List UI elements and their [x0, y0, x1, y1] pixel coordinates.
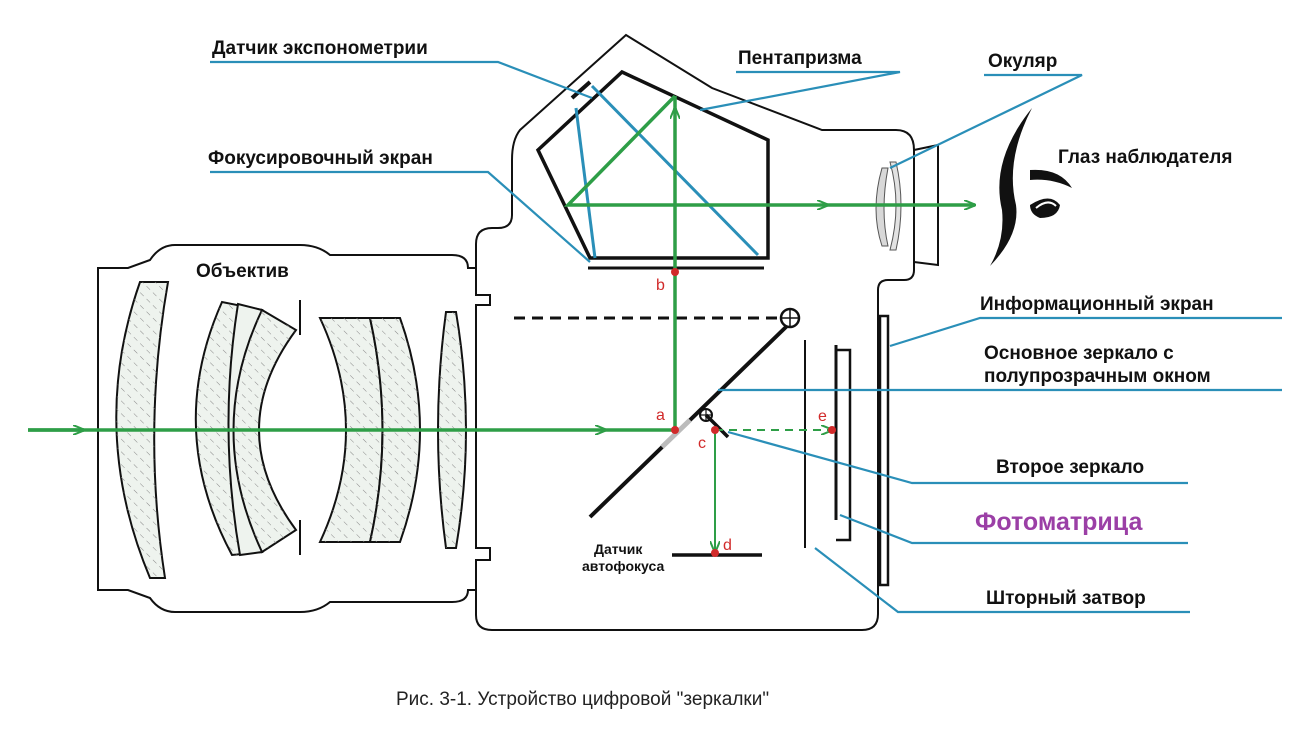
eyepiece-lenses: [875, 161, 902, 251]
point-a: a: [656, 407, 665, 424]
camera-body-outline: [475, 33, 915, 631]
pentaprism-outer: [535, 69, 770, 260]
label-shutter: Шторный затвор: [986, 588, 1146, 609]
meter-sensor: [570, 80, 592, 100]
point-b: b: [656, 277, 665, 294]
lens-barrel: [97, 244, 477, 613]
label-focus-screen: Фокусировочный экран: [208, 148, 433, 169]
label-meter-sensor: Датчик экспонометрии: [212, 38, 428, 59]
label-af-sensor-1: Датчик: [594, 541, 643, 557]
label-main-mirror-1: Основное зеркало с: [984, 343, 1174, 364]
shutter-curtain: [836, 348, 852, 542]
leader-lines: [210, 60, 1282, 614]
label-pentaprism: Пентапризма: [738, 48, 862, 69]
points: [671, 268, 836, 557]
observer-eye-icon: [990, 108, 1072, 266]
label-af-sensor-2: автофокуса: [582, 558, 664, 574]
label-observer-eye: Глаз наблюдателя: [1058, 147, 1232, 168]
info-screen: [878, 314, 890, 587]
light-rays: [28, 94, 975, 552]
label-info-screen: Информационный экран: [980, 294, 1214, 315]
point-e: e: [818, 408, 827, 425]
prism-blue-lines: [574, 107, 597, 259]
label-sensor: Фотоматрица: [975, 508, 1143, 536]
label-second-mirror: Второе зеркало: [996, 457, 1144, 478]
figure-caption: Рис. 3-1. Устройство цифровой "зеркалки": [396, 689, 769, 710]
point-c: c: [698, 435, 706, 452]
label-lens: Объектив: [196, 261, 289, 282]
label-main-mirror-2: полупрозрачным окном: [984, 366, 1211, 387]
second-mirror: [704, 413, 730, 439]
point-d: d: [723, 537, 732, 554]
label-eyepiece: Окуляр: [988, 51, 1057, 72]
